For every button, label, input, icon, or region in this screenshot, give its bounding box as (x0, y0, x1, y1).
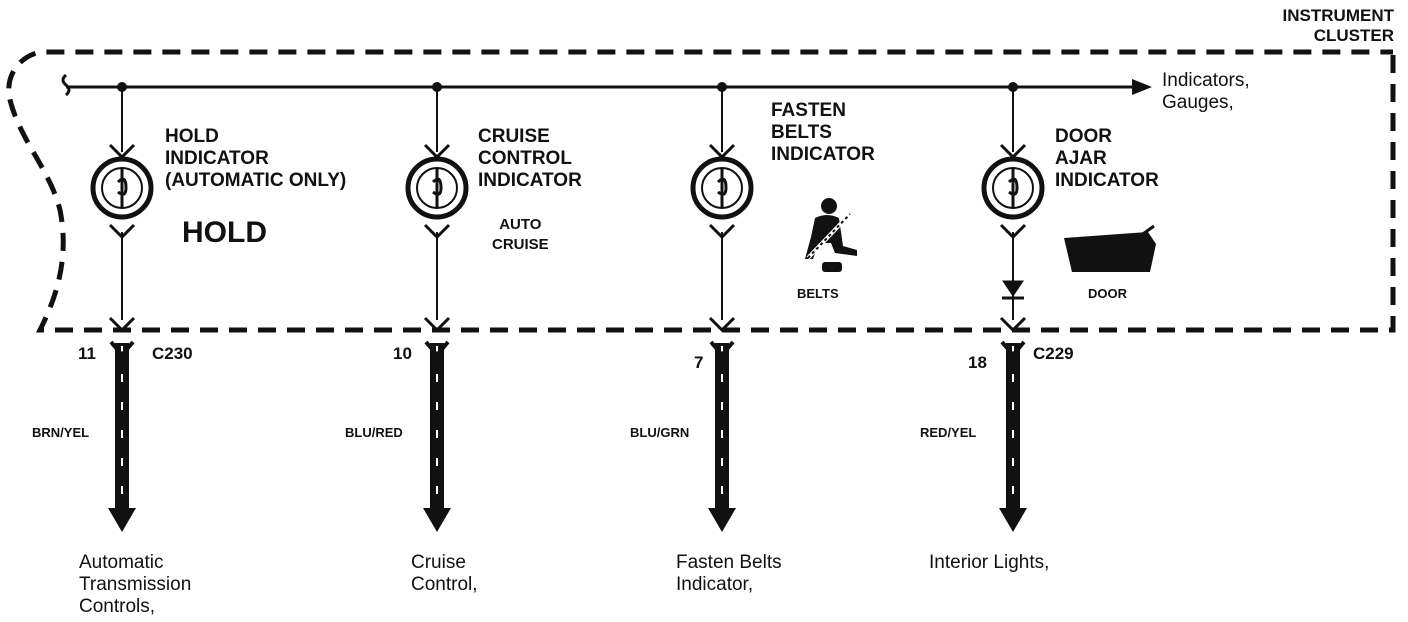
bulb-icon (90, 156, 154, 220)
instrument-cluster-boundary (6, 49, 1396, 333)
bulb-icon (405, 156, 469, 220)
wire-blu-red (423, 340, 451, 532)
indicator-symbol-belts: BELTS (797, 286, 839, 301)
wire-color-belts: BLU/GRN (630, 425, 690, 440)
branch-door (981, 87, 1045, 333)
pin-number-door: 18 (968, 353, 987, 372)
harness-wires (108, 340, 1027, 532)
arrow-right-icon (1132, 79, 1152, 95)
diode-icon (1002, 280, 1024, 300)
destination-hold: Automatic Transmission Controls, (79, 552, 192, 617)
indicator-name-hold: HOLD INDICATOR (AUTOMATIC ONLY) (165, 126, 347, 191)
wire-color-cruise: BLU/RED (345, 425, 403, 440)
power-bus (61, 73, 1152, 97)
indicator-name-door: DOOR AJAR INDICATOR (1055, 126, 1159, 191)
indicator-name-belts: FASTEN BELTS INDICATOR (771, 100, 875, 165)
pin-number-belts: 7 (694, 353, 704, 372)
indicator-name-cruise: CRUISE CONTROL INDICATOR (478, 126, 582, 191)
cluster-title: INSTRUMENT CLUSTER (1282, 6, 1394, 45)
seatbelt-person-icon (805, 198, 857, 272)
branch-belts (690, 87, 754, 333)
branch-cruise (405, 87, 469, 333)
destination-door: Interior Lights, (929, 552, 1050, 573)
wire-brn-yel (108, 340, 136, 532)
destination-cruise: Cruise Control, (411, 552, 478, 595)
indicator-symbol-hold: HOLD (182, 216, 267, 249)
indicator-symbol-cruise: AUTO CRUISE (492, 216, 549, 253)
pin-number-cruise: 10 (393, 344, 412, 363)
pin-number-hold: 11 (78, 344, 96, 363)
wire-color-hold: BRN/YEL (32, 425, 90, 440)
door-ajar-icon (1064, 224, 1156, 272)
bulb-icon (690, 156, 754, 220)
bulb-icon (981, 156, 1045, 220)
wire-red-yel (999, 340, 1027, 532)
bus-feed-label: Indicators, Gauges, (1162, 70, 1250, 113)
branch-hold (90, 87, 154, 333)
wire-color-door: RED/YEL (920, 425, 977, 440)
connector-c229: C229 (1033, 344, 1074, 363)
connector-c230: C230 (152, 344, 193, 363)
indicator-symbol-door: DOOR (1088, 286, 1127, 301)
destination-belts: Fasten Belts Indicator, (676, 552, 782, 595)
wire-blu-grn (708, 340, 736, 532)
